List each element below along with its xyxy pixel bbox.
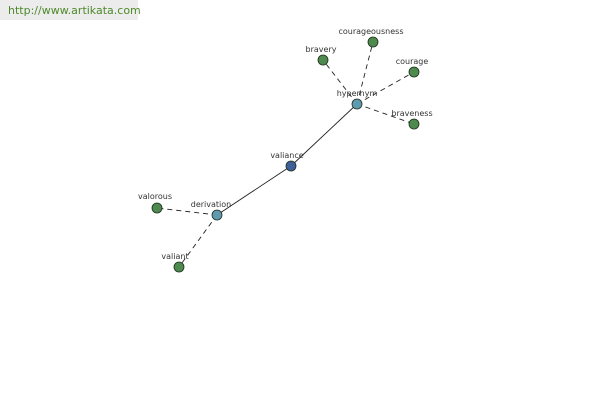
node-marker-braveness[interactable] [408, 118, 420, 130]
edge-hypernym-bravery [322, 59, 358, 105]
node-marker-derivation[interactable] [211, 209, 223, 221]
node-hypernym[interactable]: hypernym [337, 89, 378, 110]
edge-derivation-valorous [156, 207, 218, 216]
node-marker-bravery[interactable] [317, 54, 329, 66]
node-label-courage: courage [396, 57, 429, 66]
node-label-bravery: bravery [306, 45, 337, 54]
edges-layer [156, 41, 415, 268]
node-bravery[interactable]: bravery [306, 45, 337, 66]
edge-valiance-hypernym [290, 103, 358, 167]
node-valorous[interactable]: valorous [138, 192, 172, 214]
node-courage[interactable]: courage [396, 57, 429, 78]
edge-derivation-valiant [178, 214, 218, 268]
source-url-bar: http://www.artikata.com [0, 0, 141, 20]
node-marker-valiant[interactable] [173, 261, 185, 273]
node-marker-courageousness[interactable] [367, 36, 379, 48]
node-label-valiant: valiant [161, 252, 188, 261]
edge-hypernym-courageousness [356, 41, 374, 105]
source-url-link[interactable]: http://www.artikata.com [8, 4, 141, 17]
node-valiance[interactable]: valiance [270, 151, 304, 172]
node-derivation[interactable]: derivation [191, 200, 231, 221]
node-valiant[interactable]: valiant [161, 252, 189, 273]
node-label-valorous: valorous [138, 192, 172, 201]
node-label-braveness: braveness [391, 109, 432, 118]
node-marker-valiance[interactable] [285, 160, 297, 172]
nodes-layer: valiancehypernymderivationbraverycourage… [138, 27, 433, 273]
node-label-valiance: valiance [270, 151, 303, 160]
node-label-hypernym: hypernym [337, 89, 378, 98]
edge-hypernym-braveness [356, 103, 415, 125]
node-courageousness[interactable]: courageousness [338, 27, 404, 48]
node-label-derivation: derivation [191, 200, 231, 209]
edge-valiance-derivation [216, 165, 292, 216]
edge-hypernym-courage [356, 71, 415, 105]
node-marker-hypernym[interactable] [351, 98, 363, 110]
node-label-courageousness: courageousness [338, 27, 403, 36]
node-marker-valorous[interactable] [151, 202, 163, 214]
node-braveness[interactable]: braveness [391, 109, 433, 130]
node-marker-courage[interactable] [408, 66, 420, 78]
